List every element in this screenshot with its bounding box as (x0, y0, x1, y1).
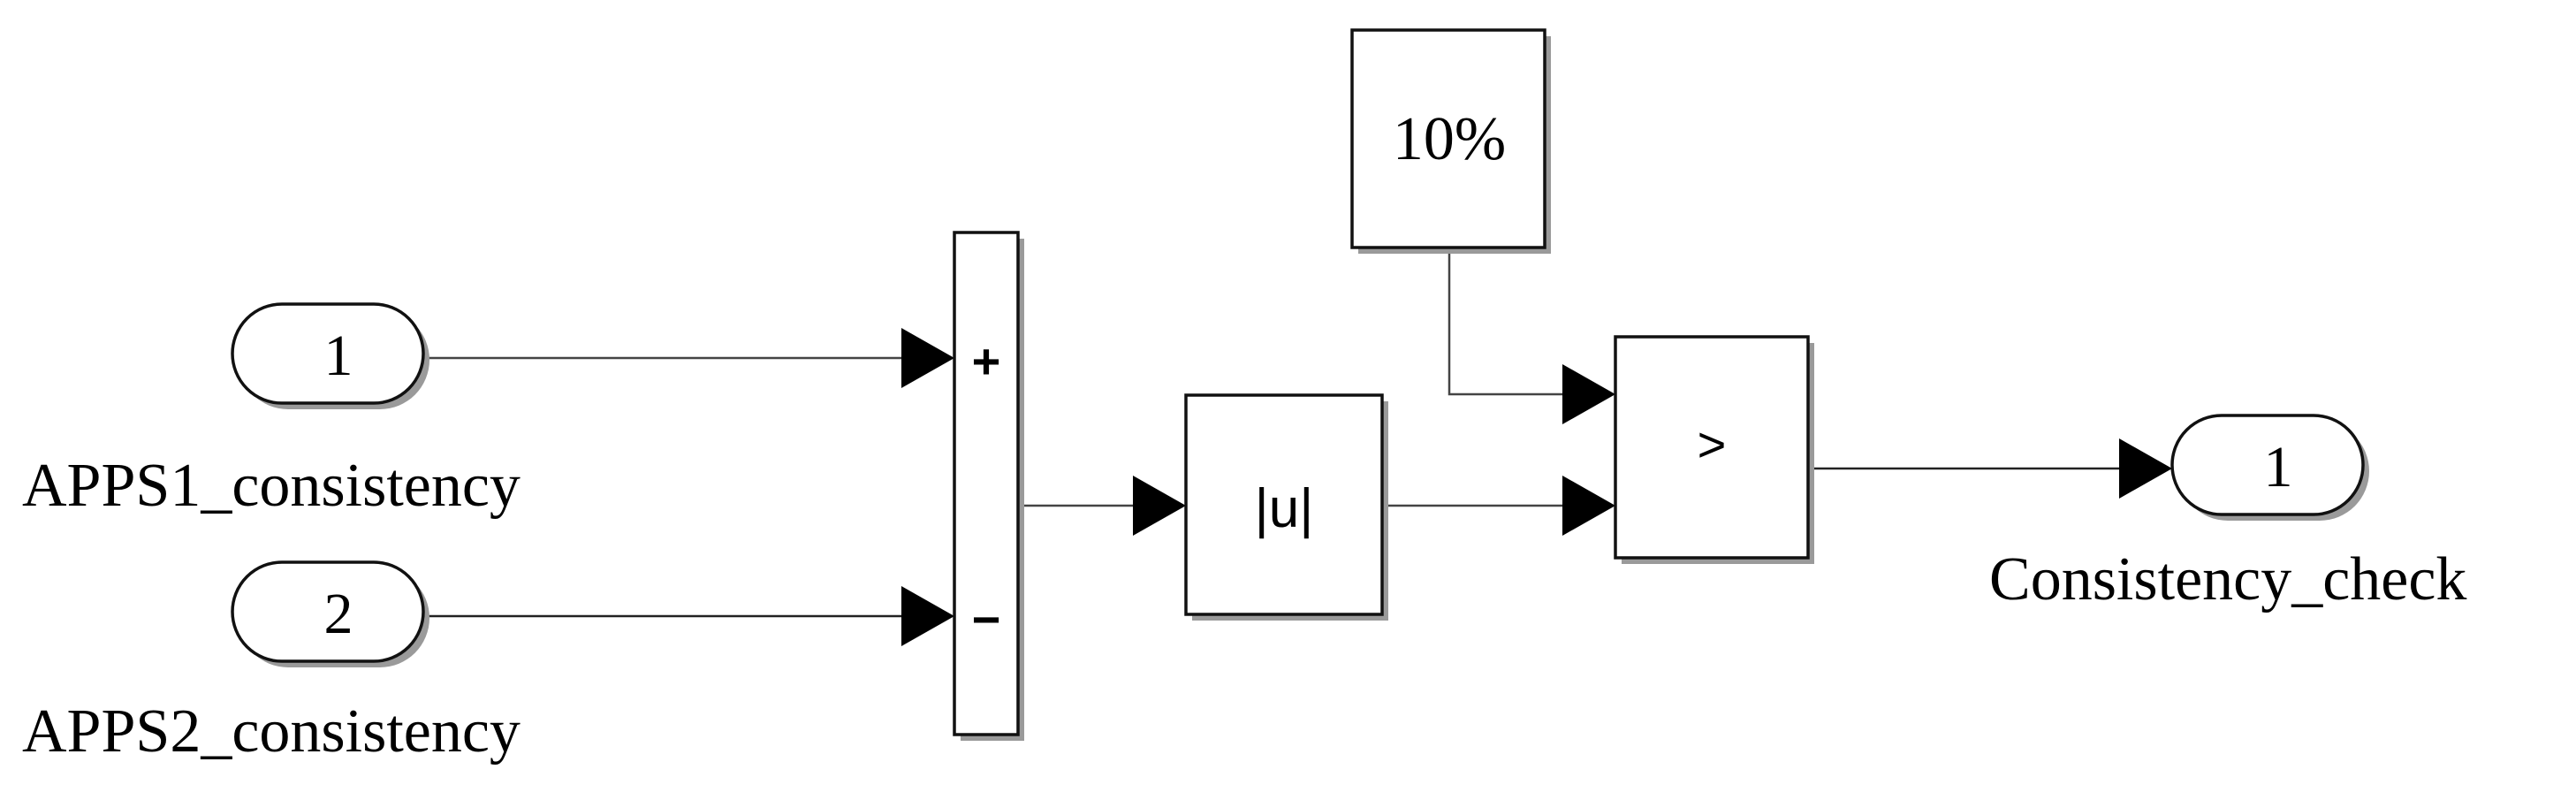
inport-1-block[interactable]: 1 (231, 302, 429, 409)
sum-minus-sign: − (972, 591, 1001, 647)
signal-lines (427, 246, 2130, 618)
abs-label: |u| (1255, 478, 1314, 539)
outport-1-name: Consistency_check (1989, 545, 2466, 613)
arrowhead-relational-input1 (1562, 364, 1615, 424)
relational-operator-symbol: > (1698, 416, 1727, 472)
arrowhead-abs-input (1133, 476, 1186, 536)
constant-block[interactable]: 10% (1350, 28, 1551, 254)
wire-constant-to-relational[interactable] (1448, 246, 1573, 396)
outport-1-number: 1 (2264, 435, 2293, 499)
arrowhead-sum-plus (901, 328, 954, 388)
constant-value: 10% (1393, 105, 1506, 173)
sum-block[interactable]: + − (953, 231, 1024, 741)
inport-1-number: 1 (324, 324, 353, 388)
inport-2-name: APPS2_consistency (22, 697, 521, 766)
relational-operator-block[interactable]: > (1614, 335, 1814, 564)
outport-1-block[interactable]: 1 (2170, 414, 2369, 521)
arrowhead-relational-input2 (1562, 476, 1615, 536)
arrowheads (901, 328, 2172, 646)
sum-plus-sign: + (972, 333, 1001, 389)
inport-2-block[interactable]: 2 (231, 560, 429, 667)
abs-block[interactable]: |u| (1184, 393, 1388, 621)
inport-1-name: APPS1_consistency (22, 452, 521, 520)
inport-2-number: 2 (324, 582, 353, 646)
arrowhead-sum-minus (901, 586, 954, 646)
arrowhead-outport-input (2119, 438, 2172, 499)
